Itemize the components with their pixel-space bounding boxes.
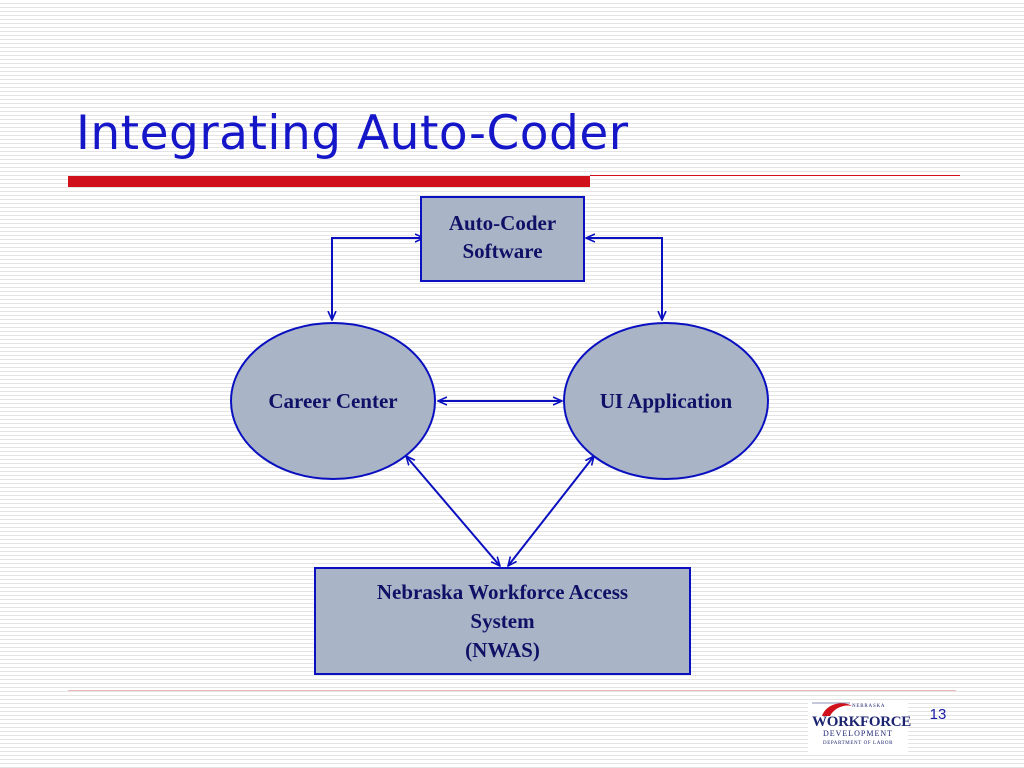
node-auto-coder-box [420, 196, 585, 282]
logo-subtitle: DEVELOPMENT [822, 729, 894, 738]
title-underline-thin [590, 175, 960, 176]
nwas-label-line3: (NWAS) [465, 638, 540, 662]
connector-career-to-autocoder [332, 238, 424, 320]
ui-application-label: UI Application [599, 389, 733, 413]
logo-wordmark: WORKFORCE [812, 714, 911, 730]
node-nwas-box [314, 567, 691, 675]
career-center-label: Career Center [268, 389, 398, 413]
logo-department: DEPARTMENT OF LABOR [823, 741, 893, 746]
connector-career-to-nwas [406, 456, 500, 566]
auto-coder-label-line1: Auto-Coder [448, 211, 557, 235]
nwas-label: Nebraska Workforce Access System (NWAS) [315, 578, 690, 665]
logo-top-text: NEBRASKA [852, 704, 886, 709]
node-ui-application-ellipse [563, 322, 769, 480]
connector-ui-to-autocoder [586, 238, 662, 320]
auto-coder-label: Auto-Coder Software [421, 209, 584, 265]
nwas-label-line2: System [470, 609, 535, 633]
nwas-label-line1: Nebraska Workforce Access [376, 580, 629, 604]
nebraska-workforce-logo: NEBRASKA WORKFORCE DEVELOPMENT DEPARTMEN… [808, 700, 911, 752]
page-number: 13 [929, 706, 947, 723]
slide-title: Integrating Auto-Coder [76, 106, 629, 161]
node-career-center-ellipse [230, 322, 436, 480]
connector-ui-to-nwas [508, 456, 594, 566]
title-underline-thick [68, 176, 590, 187]
logo-swoosh-icon [812, 702, 852, 716]
auto-coder-label-line2: Software [462, 239, 543, 263]
footer-divider [68, 690, 956, 691]
